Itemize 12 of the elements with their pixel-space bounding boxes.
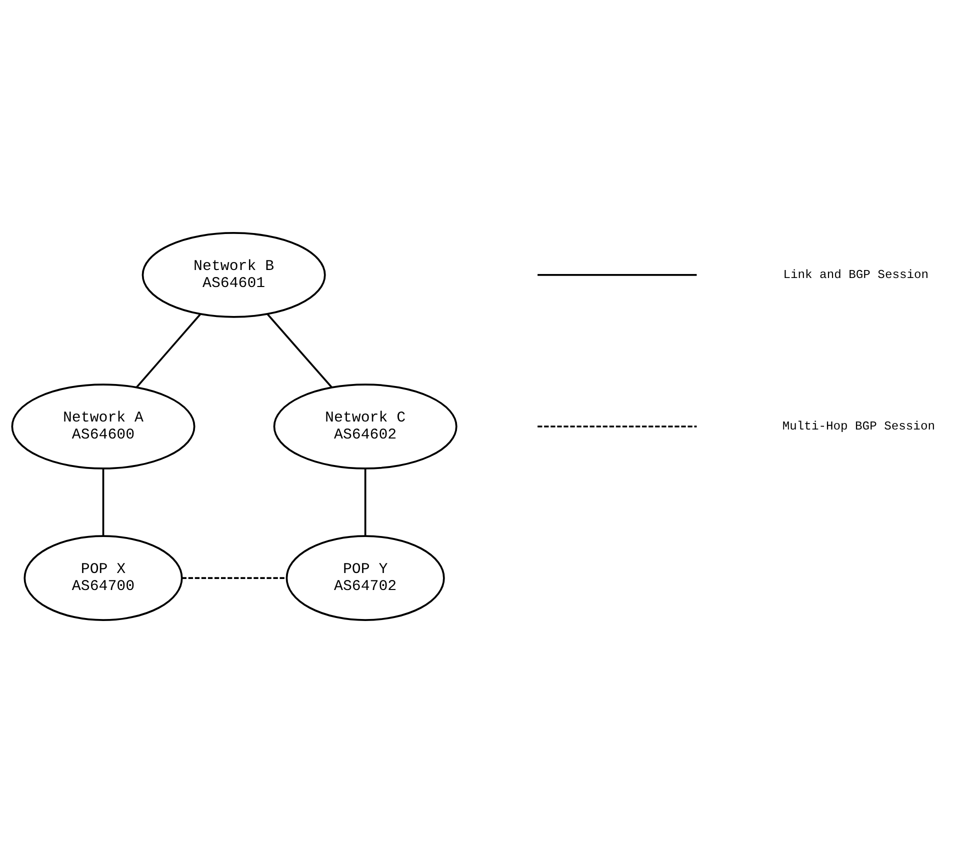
connector — [136, 314, 201, 388]
connector — [182, 577, 287, 579]
connector — [266, 314, 332, 388]
connector — [364, 468, 366, 536]
legend-label: Link and BGP Session — [783, 268, 929, 282]
node-ellipse: POP Y AS64702 — [286, 535, 445, 621]
node-ellipse: POP X AS64700 — [24, 535, 183, 621]
node-ellipse: Network A AS64600 — [11, 384, 196, 470]
connector — [102, 468, 104, 536]
node-ellipse: Network B AS64601 — [142, 232, 326, 318]
legend-label: Multi-Hop BGP Session — [782, 420, 935, 434]
node-ellipse: Network C AS64602 — [273, 384, 458, 470]
